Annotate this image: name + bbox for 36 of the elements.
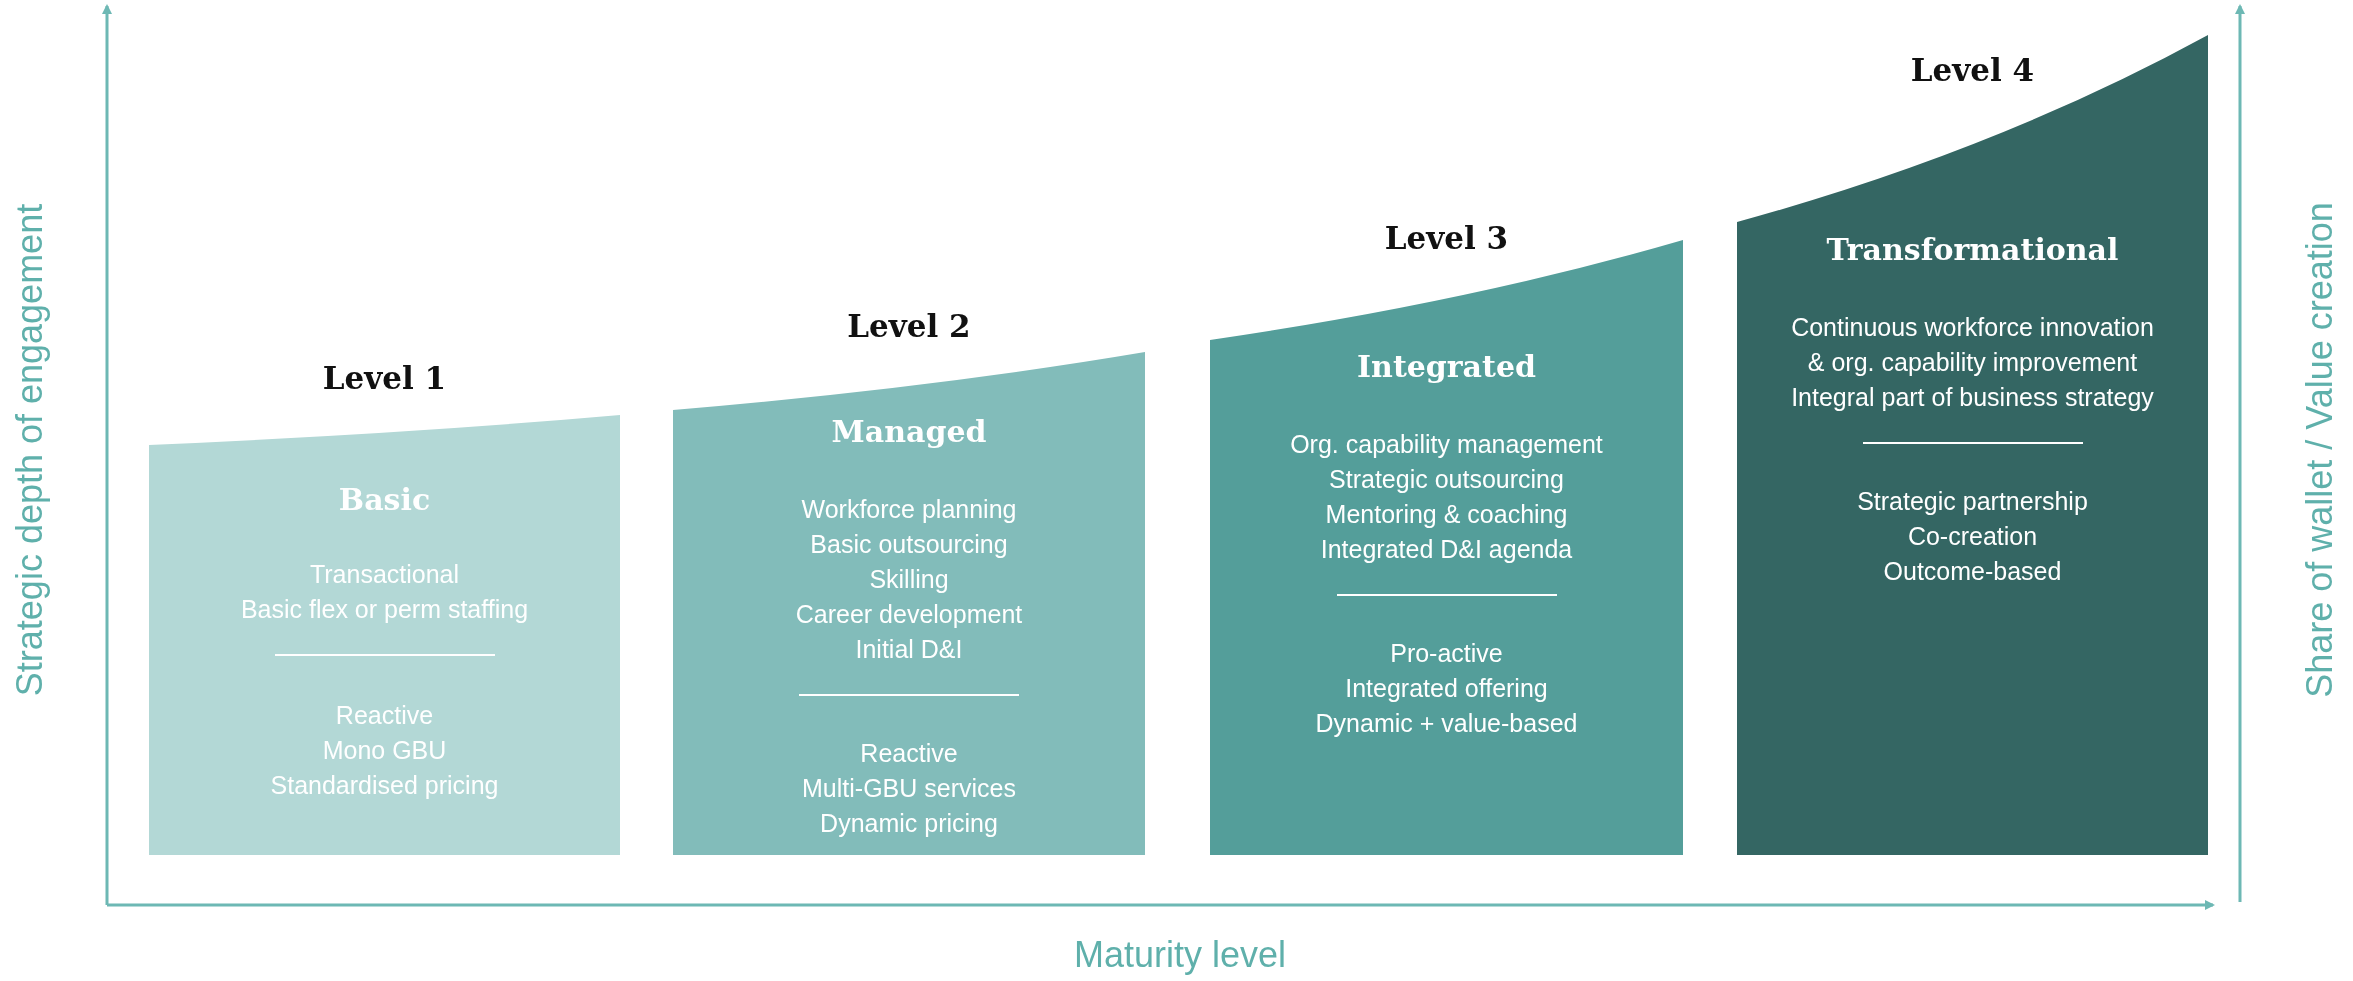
feature-text: Basic flex or perm staffing <box>240 594 529 625</box>
feature-text: Career development <box>795 599 1023 630</box>
feature-text: Skilling <box>869 564 949 595</box>
feature-text: Multi-GBU services <box>802 773 1016 804</box>
feature-text: Dynamic pricing <box>820 808 998 839</box>
axis-title: Share of wallet / Value creation <box>2298 202 2341 698</box>
column-title: Transformational <box>1826 231 2119 269</box>
feature-text: Outcome-based <box>1883 556 2062 587</box>
feature-text: Workforce planning <box>801 494 1017 525</box>
feature-text: Strategic outsourcing <box>1329 464 1564 495</box>
feature-text: Integral part of business strategy <box>1791 382 2154 413</box>
feature-text: Basic outsourcing <box>810 529 1008 560</box>
feature-text: Reactive <box>335 700 434 731</box>
column-title: Managed <box>831 413 987 451</box>
axis-title: Strategic depth of engagement <box>9 203 52 697</box>
level-heading: Level 3 <box>1384 220 1509 256</box>
axis-title: Maturity level <box>1074 934 1287 976</box>
feature-text: Strategic partnership <box>1857 486 2088 517</box>
feature-text: Mono GBU <box>322 735 447 766</box>
column-title: Integrated <box>1357 348 1536 386</box>
feature-text: Co-creation <box>1907 521 2038 552</box>
column-title: Basic <box>338 481 431 519</box>
feature-text: Standardised pricing <box>270 770 499 801</box>
feature-text: Org. capability management <box>1290 429 1603 460</box>
feature-text: Dynamic + value-based <box>1315 708 1578 739</box>
feature-text: Transactional <box>309 559 460 590</box>
level-heading: Level 2 <box>847 308 971 344</box>
feature-text: Pro-active <box>1390 638 1503 669</box>
level-heading: Level 4 <box>1910 52 2035 88</box>
feature-text: Continuous workforce innovation & org. capability improvement <box>1790 312 2155 378</box>
level-heading: Level 1 <box>322 360 447 396</box>
feature-text: Integrated offering <box>1345 673 1548 704</box>
feature-text: Reactive <box>860 738 958 769</box>
feature-text: Mentoring & coaching <box>1325 499 1568 530</box>
feature-text: Initial D&I <box>855 634 963 665</box>
feature-text: Integrated D&I agenda <box>1320 534 1573 565</box>
